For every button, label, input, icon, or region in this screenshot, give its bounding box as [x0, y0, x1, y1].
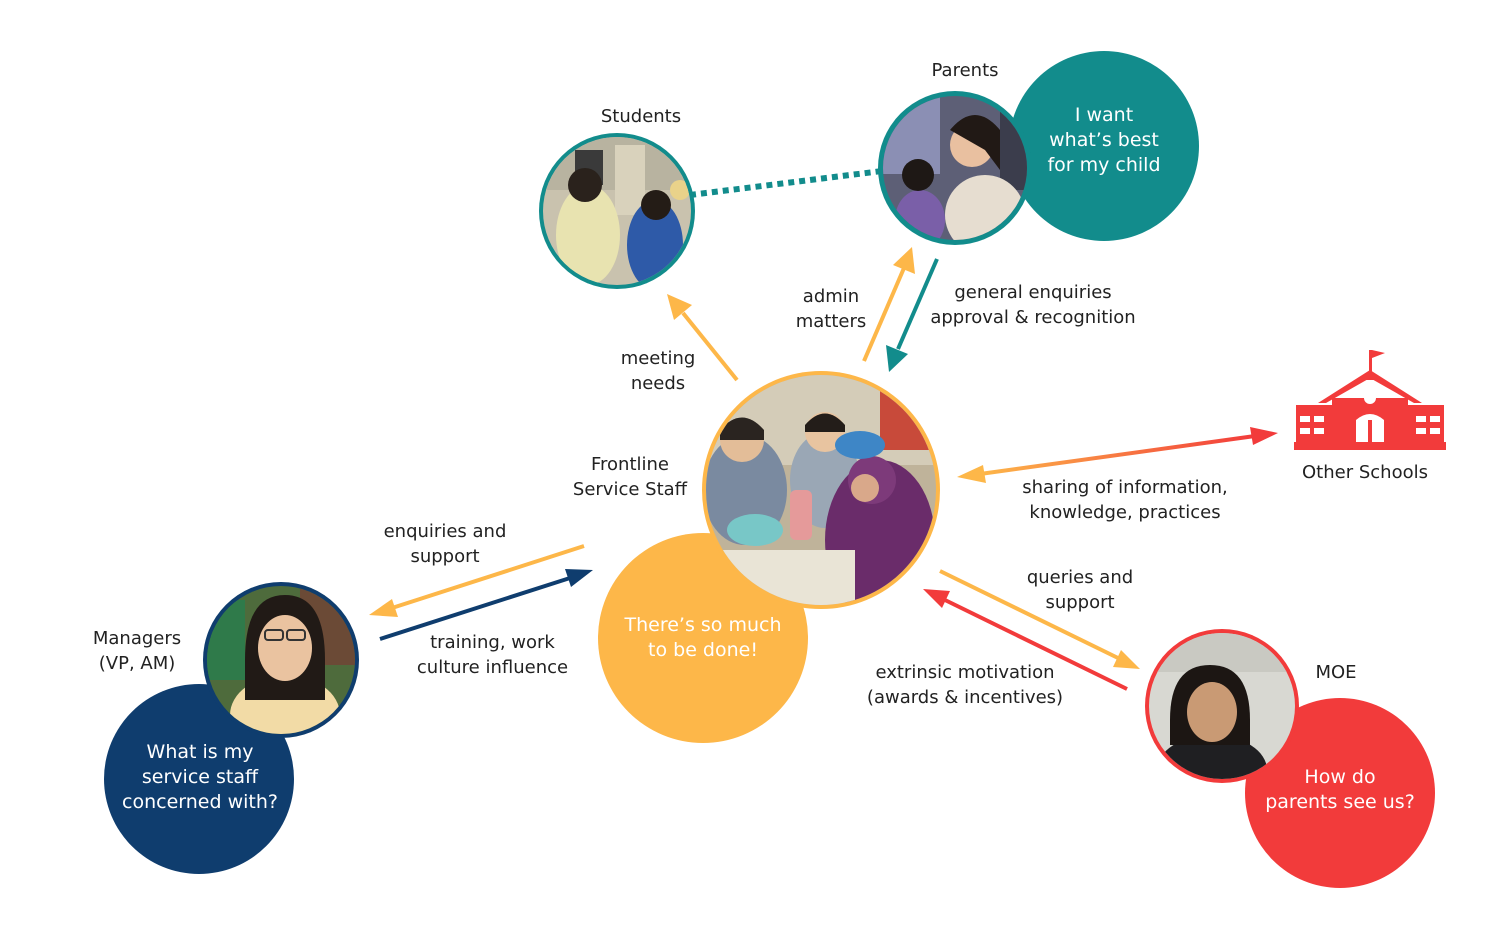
frontline-label: Frontline Service Staff	[555, 452, 705, 502]
moe-label: MOE	[1315, 662, 1357, 683]
frontline-thought-text: There’s so much to be done!	[608, 613, 798, 663]
managers-label-line-1: Managers	[92, 628, 182, 649]
managers-thought-line-1: What is my	[146, 741, 254, 763]
sharing-information-arrow	[957, 427, 1278, 483]
sharing-label: sharing of information, knowledge, pract…	[1005, 475, 1245, 525]
admin-matters-arrow	[862, 247, 915, 362]
moe-thought-bubble	[1245, 698, 1435, 888]
sharing-line-2: knowledge, practices	[1029, 502, 1221, 523]
extrinsic-motivation-line-2: (awards & incentives)	[866, 687, 1064, 708]
students-parents-dotted-link	[689, 168, 883, 198]
school-door-detail	[1368, 420, 1372, 442]
enquiries-support-label: enquiries and support	[370, 519, 520, 569]
admin-matters-line-2: matters	[795, 311, 867, 332]
meeting-needs-arrow	[667, 294, 739, 382]
queries-support-arrow	[939, 569, 1140, 669]
meeting-needs-label: meeting needs	[598, 346, 718, 396]
training-label: training, work culture influence	[405, 630, 580, 680]
meeting-needs-line-2: needs	[630, 373, 686, 394]
managers-label-line-2: (VP, AM)	[98, 653, 176, 674]
frontline-photo	[702, 371, 940, 609]
moe-thought-line-1: How do	[1304, 766, 1376, 788]
general-enquiries-line-1: general enquiries	[954, 282, 1112, 303]
frontline-thought-line-1: There’s so much	[624, 614, 782, 636]
queries-support-label: queries and support	[1010, 565, 1150, 615]
enquiries-support-line-1: enquiries and	[383, 521, 507, 542]
managers-label: Managers (VP, AM)	[77, 626, 197, 676]
managers-thought-text: What is my service staff concerned with?	[110, 740, 290, 815]
parents-thought-line-1: I want	[1074, 104, 1134, 126]
sharing-line-1: sharing of information,	[1022, 477, 1228, 498]
frontline-thought-line-2: to be done!	[648, 639, 758, 661]
other-schools-label: Other Schools	[1302, 462, 1428, 483]
training-line-1: training, work	[430, 632, 555, 653]
enquiries-support-line-2: support	[410, 546, 480, 567]
frontline-label-line-1: Frontline	[590, 454, 669, 475]
parents-thought-line-2: what’s best	[1049, 129, 1159, 151]
general-enquiries-arrow	[886, 258, 939, 372]
school-building-icon	[1294, 350, 1446, 450]
general-enquiries-label: general enquiries approval & recognition	[918, 280, 1148, 330]
admin-matters-line-1: admin	[802, 286, 860, 307]
frontline-label-line-2: Service Staff	[572, 479, 688, 500]
moe-thought-text: How do parents see us?	[1250, 765, 1430, 815]
admin-matters-label: admin matters	[781, 284, 881, 334]
extrinsic-motivation-line-1: extrinsic motivation	[875, 662, 1055, 683]
managers-thought-bubble	[104, 684, 294, 874]
extrinsic-motivation-label: extrinsic motivation (awards & incentive…	[855, 660, 1075, 710]
queries-support-line-2: support	[1045, 592, 1115, 613]
managers-photo	[203, 582, 359, 738]
parents-thought-line-3: for my child	[1047, 154, 1161, 176]
parents-photo	[878, 91, 1032, 245]
parents-label: Parents	[931, 60, 999, 81]
extrinsic-motivation-arrow	[923, 589, 1128, 691]
training-line-2: culture influence	[416, 657, 569, 678]
training-arrow	[379, 569, 593, 641]
queries-support-line-1: queries and	[1026, 567, 1134, 588]
managers-thought-line-3: concerned with?	[122, 791, 278, 813]
moe-thought-line-2: parents see us?	[1265, 791, 1415, 813]
students-label: Students	[600, 106, 682, 127]
managers-thought-line-2: service staff	[141, 766, 259, 788]
meeting-needs-line-1: meeting	[620, 348, 696, 369]
enquiries-support-arrow	[369, 544, 585, 617]
parents-thought-text: I want what’s best for my child	[1020, 103, 1188, 178]
parents-thought-bubble	[1009, 51, 1199, 241]
students-photo	[539, 133, 695, 289]
moe-photo	[1145, 629, 1299, 783]
general-enquiries-line-2: approval & recognition	[930, 307, 1136, 328]
school-building-details	[1300, 392, 1440, 442]
